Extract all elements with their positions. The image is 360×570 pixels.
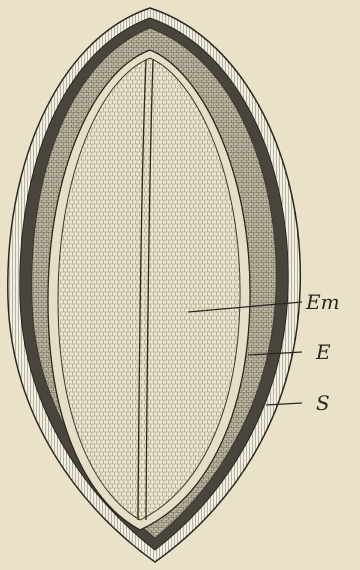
- label-seed-coat: S: [316, 391, 330, 415]
- label-embryo: Em: [305, 290, 340, 314]
- label-endosperm: E: [315, 340, 331, 364]
